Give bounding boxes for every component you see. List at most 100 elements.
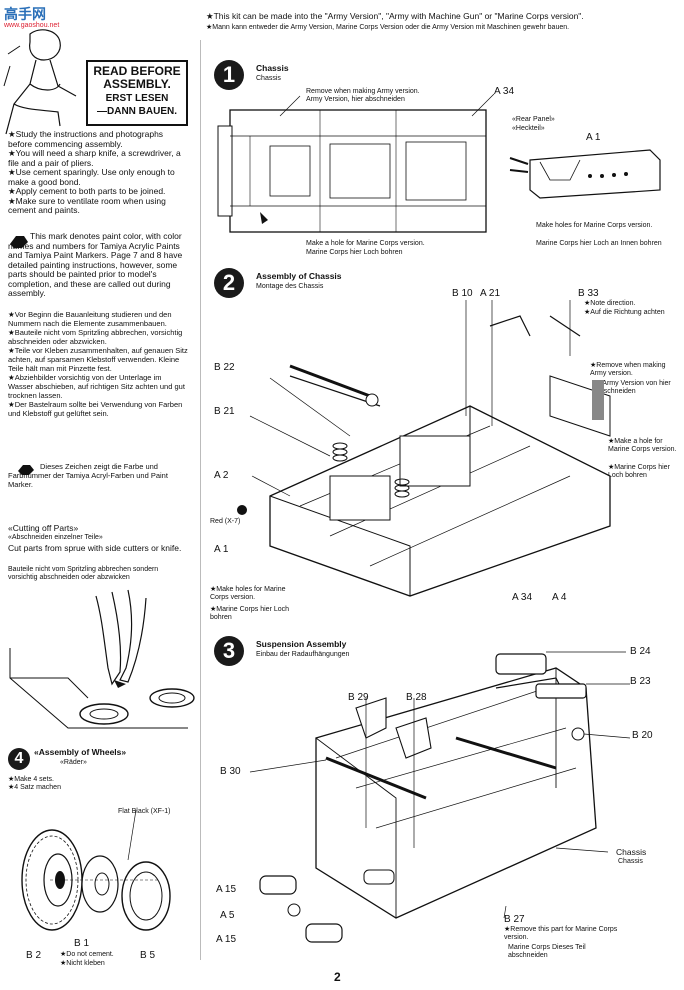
- instruction-item: ★Make sure to ventilate room when using …: [8, 195, 166, 215]
- cutting-title-de: «Abschneiden einzelner Teile»: [8, 534, 103, 541]
- read-before-title-1: READ BEFORE: [93, 64, 181, 78]
- remove-mg-en: ★Remove when making Army version.: [590, 362, 666, 377]
- chassis-label-en: Chassis: [616, 847, 647, 857]
- step-2-title-de: Montage des Chassis: [256, 283, 324, 290]
- rear-panel-title-de: «Heckteil»: [512, 125, 545, 132]
- part-label-a15-top: A 15: [216, 884, 237, 895]
- instruction-item: ★Use cement sparingly. Use only enough t…: [8, 167, 175, 187]
- part-label-a34-step2: A 34: [512, 592, 533, 603]
- paint-note-en: This mark denotes paint color, with colo…: [8, 231, 183, 298]
- instruction-de-item: ★Bauteile nicht vom Spritzling abbrechen…: [8, 328, 183, 346]
- step-1-number: 1: [214, 60, 244, 90]
- step-1-hole-de: Marine Corps hier Loch bohren: [306, 249, 403, 256]
- part-label-a5: A 5: [220, 910, 235, 921]
- cutting-illustration: [9, 589, 195, 729]
- part-label-b5: B 5: [140, 950, 156, 961]
- chassis-top-diagram: [217, 93, 495, 233]
- wheel-exploded-diagram: [21, 809, 171, 931]
- rear-panel-diagram: [509, 149, 661, 199]
- step-2-title-en: Assembly of Chassis: [256, 271, 342, 281]
- part-label-a1-step1: A 1: [586, 132, 601, 143]
- part-label-b29: B 29: [348, 692, 369, 703]
- part-label-a21: A 21: [480, 288, 501, 299]
- step-1-remove-en: Remove when making Army version.: [306, 88, 420, 95]
- instruction-de-item: ★Abziehbilder vorsichtig von der Unterla…: [8, 373, 185, 400]
- part-label-b30: B 30: [220, 766, 241, 777]
- instruction-de-item: ★Teile vor Kleben zusammenhalten, auf ge…: [8, 346, 188, 373]
- step-4-note-de: ★4 Satz machen: [8, 784, 61, 791]
- step-1-holes-de: Marine Corps hier Loch an Innen bohren: [536, 240, 662, 247]
- part-label-b22: B 22: [214, 362, 235, 373]
- read-before-title-2: ASSEMBLY.: [103, 77, 171, 91]
- header-note-en: ★This kit can be made into the "Army Ver…: [206, 11, 584, 21]
- b1-note-de: ★Nicht kleben: [60, 960, 105, 967]
- reading-figure-illustration: [3, 29, 77, 135]
- part-label-a2: A 2: [214, 470, 229, 481]
- remove-mc-de: Marine Corps Dieses Teil abschneiden: [508, 944, 586, 959]
- page-number: 2: [334, 970, 341, 984]
- instruction-de-item: ★Vor Beginn die Bauanleitung studieren u…: [8, 310, 172, 328]
- read-before-box: READ BEFORE ASSEMBLY. ERST LESEN —DANN B…: [86, 60, 188, 126]
- instruction-item: ★Apply cement to both parts to be joined…: [8, 186, 166, 196]
- step-3-number: 3: [214, 636, 244, 666]
- part-label-b21: B 21: [214, 406, 235, 417]
- part-label-a34-step1: A 34: [494, 86, 515, 97]
- step-4-number: 4: [8, 748, 30, 770]
- part-label-b20: B 20: [632, 730, 653, 741]
- step-1-title-de: Chassis: [256, 75, 281, 82]
- step-4-title-de: «Räder»: [60, 759, 87, 766]
- part-label-b2: B 2: [26, 950, 42, 961]
- part-label-a15-bottom: A 15: [216, 934, 237, 945]
- suspension-assembly-diagram: [249, 651, 631, 943]
- read-before-de-1: ERST LESEN: [105, 93, 169, 104]
- part-label-a1-step2: A 1: [214, 544, 229, 555]
- step-1-title-en: Chassis: [256, 63, 289, 73]
- note-direction-de: ★Auf die Richtung achten: [584, 309, 665, 316]
- step-4-title-en: «Assembly of Wheels»: [34, 747, 127, 757]
- remove-mc-en: ★Remove this part for Marine Corps versi…: [504, 926, 618, 941]
- cutting-text-de: Bauteile nicht vom Spritzling abbrechen …: [8, 566, 159, 581]
- read-before-de-2: —DANN BAUEN.: [97, 106, 177, 117]
- cutting-title-en: «Cutting off Parts»: [8, 523, 79, 533]
- instructions-en: ★Study the instructions and photographs …: [8, 129, 188, 216]
- part-label-b1: B 1: [74, 938, 90, 949]
- column-divider: [200, 40, 201, 960]
- hole-mc-de: ★Marine Corps hier Loch bohren: [608, 464, 670, 479]
- chassis-assembly-diagram: [237, 300, 611, 597]
- instruction-de-item: ★Der Bastelraum sollte bei Verwendung vo…: [8, 400, 183, 418]
- part-label-b33: B 33: [578, 288, 599, 299]
- step-2-paint: Red (X-7): [210, 518, 241, 525]
- remove-mg-de: ★Army Version von hier abschneiden: [596, 380, 671, 395]
- b1-note-en: ★Do not cement.: [60, 951, 114, 958]
- paint-mark-icon: [10, 236, 28, 248]
- part-label-a4: A 4: [552, 592, 567, 603]
- step-1-holes-en: Make holes for Marine Corps version.: [536, 222, 653, 229]
- instruction-item: ★You will need a sharp knife, a screwdri…: [8, 148, 181, 168]
- step-1-hole-en: Make a hole for Marine Corps version.: [306, 240, 425, 247]
- step-2-number: 2: [214, 268, 244, 298]
- hole-mc-en: ★Make a hole for Marine Corps version.: [608, 438, 677, 453]
- instruction-item: ★Study the instructions and photographs …: [8, 129, 164, 149]
- part-label-b10: B 10: [452, 288, 473, 299]
- part-label-b28: B 28: [406, 692, 427, 703]
- step-1-remove-de: Army Version, hier abschneiden: [306, 96, 405, 103]
- cutting-text-en: Cut parts from sprue with side cutters o…: [8, 543, 182, 553]
- step-4-paint: Flat Black (XF-1): [118, 808, 171, 815]
- instructions-de: ★Vor Beginn die Bauanleitung studieren u…: [8, 310, 188, 418]
- watermark-logo: 高手网: [4, 7, 46, 23]
- chassis-label-de: Chassis: [618, 858, 643, 865]
- step-3-title-en: Suspension Assembly: [256, 639, 347, 649]
- paint-mark-icon-de: [18, 465, 34, 475]
- note-direction-en: ★Note direction.: [584, 300, 636, 307]
- part-label-b24: B 24: [630, 646, 651, 657]
- holes-mc-en: ★Make holes for Marine Corps version.: [210, 586, 286, 601]
- paint-note-de: Dieses Zeichen zeigt die Farbe und Farbn…: [8, 462, 168, 489]
- part-label-b27: B 27: [504, 914, 525, 925]
- step-3-title-de: Einbau der Radaufhängungen: [256, 651, 350, 658]
- part-label-b23: B 23: [630, 676, 651, 687]
- holes-mc-de: ★Marine Corps hier Loch bohren: [210, 606, 290, 621]
- header-note-de: ★Mann kann entweder die Army Version, Ma…: [206, 24, 570, 31]
- rear-panel-title-en: «Rear Panel»: [512, 116, 555, 123]
- step-4-note-en: ★Make 4 sets.: [8, 776, 54, 783]
- watermark-url: www.gaoshou.net: [4, 22, 60, 29]
